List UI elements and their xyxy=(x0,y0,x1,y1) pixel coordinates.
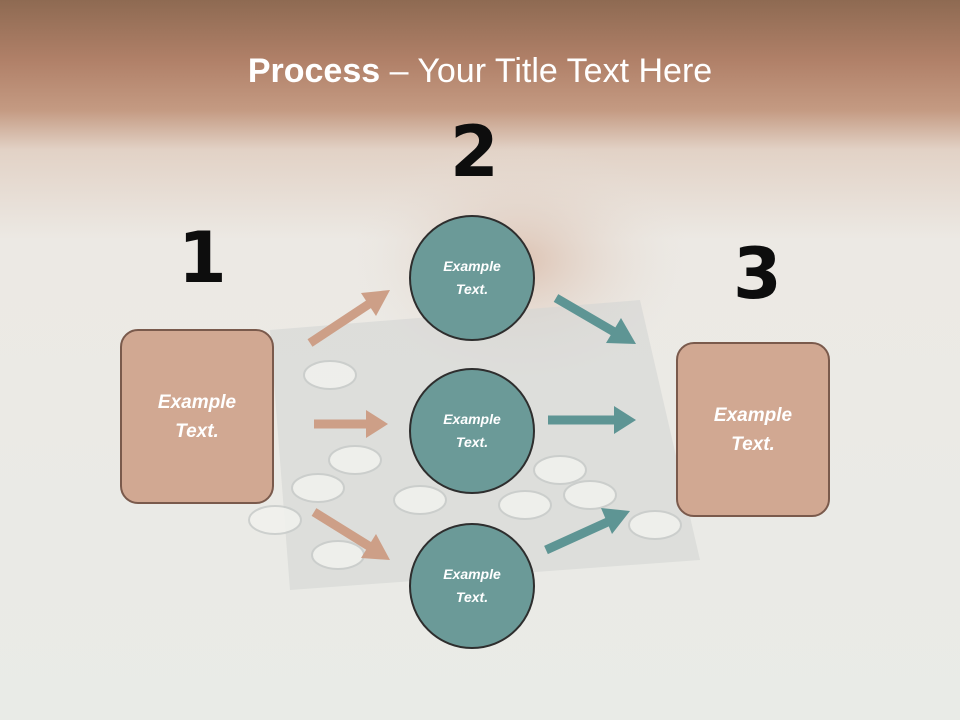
step-2-circle-middle: Example Text. xyxy=(409,368,535,494)
step-number-3: 3 xyxy=(733,233,782,315)
step-1-text: Example Text. xyxy=(157,391,237,442)
step-2-circle-top: Example Text. xyxy=(409,215,535,341)
step-3-box: Example Text. xyxy=(676,342,830,517)
step-number-1: 1 xyxy=(178,217,227,299)
step-3-text: Example Text. xyxy=(713,404,793,455)
step-number-2: 2 xyxy=(450,111,499,193)
step-2-circle-bottom-text: Example Text. xyxy=(443,566,501,605)
arrow-2a-to-3 xyxy=(553,294,636,344)
step-2-circle-middle-text: Example Text. xyxy=(443,411,501,450)
step-1-box: Example Text. xyxy=(120,329,274,504)
step-2-circle-bottom: Example Text. xyxy=(409,523,535,649)
arrow-2b-to-3 xyxy=(548,406,636,434)
title-bold: Process xyxy=(247,52,381,90)
step-2-circle-top-text: Example Text. xyxy=(443,258,501,297)
arrow-2c-to-3 xyxy=(544,508,630,555)
arrow-1-to-2c xyxy=(311,508,390,560)
arrow-1-to-2a xyxy=(307,290,390,347)
title-rest: – Your Title Text Here xyxy=(380,52,713,90)
arrow-1-to-2b xyxy=(314,410,388,438)
slide-title: Process – Your Title Text Here xyxy=(0,52,960,91)
